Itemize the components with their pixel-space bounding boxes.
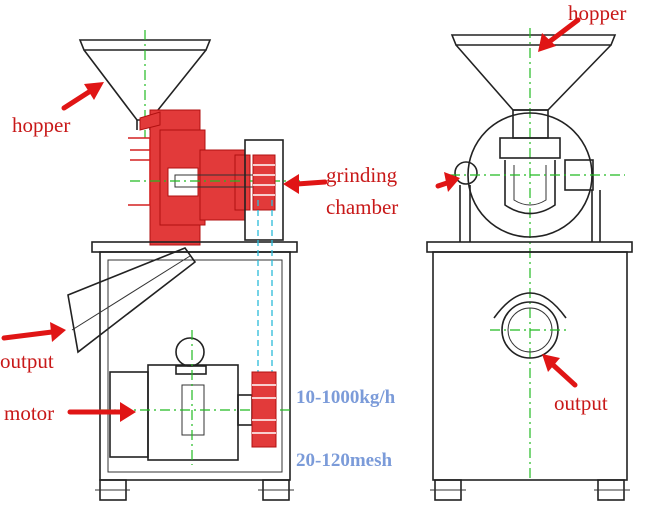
label-hopper-left: hopper xyxy=(12,113,70,137)
right-machine xyxy=(426,28,633,501)
annotation-arrows xyxy=(1,17,581,422)
left-motor-pulley xyxy=(251,371,277,448)
arrow-motor xyxy=(67,402,136,422)
label-hopper-right: hopper xyxy=(568,1,626,25)
label-grinding-line1: grinding xyxy=(326,163,398,187)
label-grinding-line2: chamber xyxy=(326,195,398,219)
arrow-hopper-right xyxy=(538,17,581,52)
spec-capacity: 10-1000kg/h xyxy=(296,387,396,408)
right-cabinet xyxy=(432,251,628,481)
arrow-grinding-left xyxy=(283,174,328,194)
left-grinding-chamber xyxy=(128,109,251,246)
left-output-chute xyxy=(67,247,197,354)
label-motor: motor xyxy=(4,401,54,425)
arrow-grinding-right xyxy=(435,172,460,192)
arrow-hopper-left xyxy=(61,82,104,111)
arrow-output-right xyxy=(542,354,578,388)
right-output-port xyxy=(490,292,570,359)
label-output-right: output xyxy=(554,391,608,415)
right-hopper xyxy=(450,34,617,111)
arrow-output-left xyxy=(1,322,66,342)
left-cabinet xyxy=(99,251,291,481)
spec-fineness: 20-120mesh xyxy=(296,450,392,471)
left-pulley-block xyxy=(244,139,284,241)
left-machine xyxy=(67,30,300,501)
label-output-left: output xyxy=(0,349,54,373)
right-grinding-chamber xyxy=(450,112,625,238)
